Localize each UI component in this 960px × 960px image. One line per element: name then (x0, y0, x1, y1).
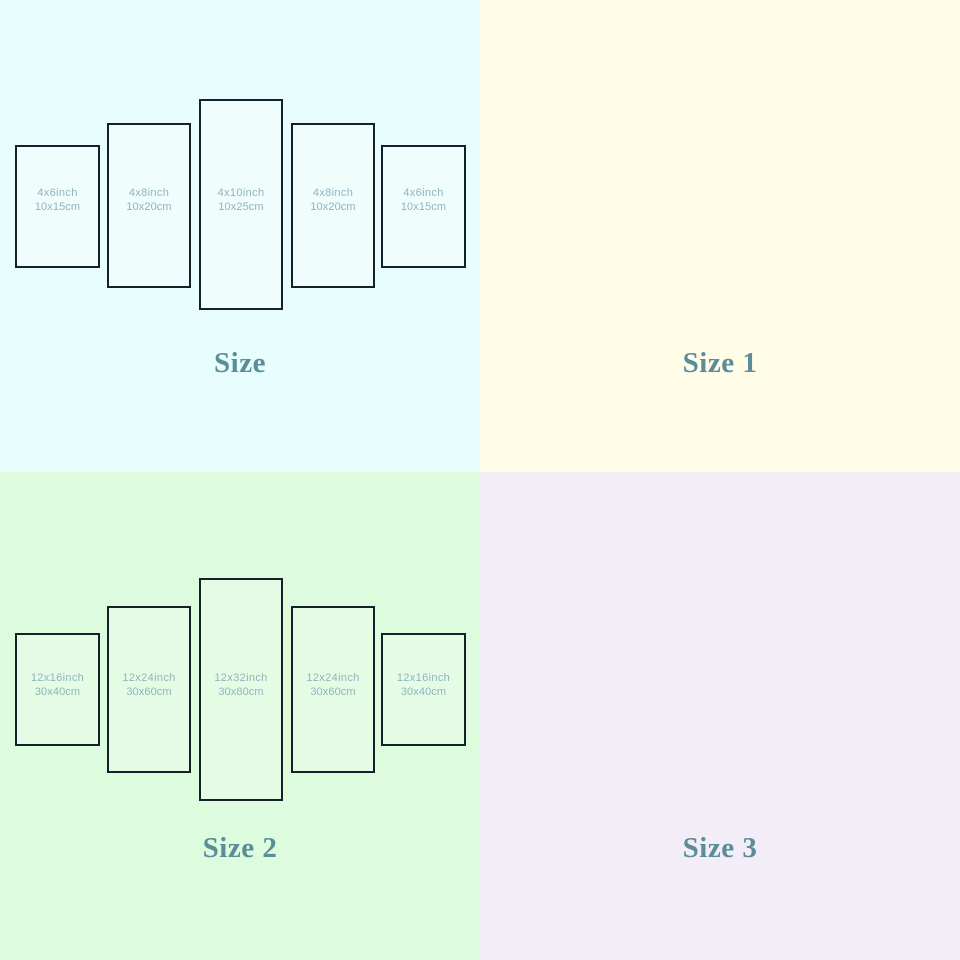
size-panel (381, 633, 466, 746)
size-panel (199, 99, 283, 310)
size-panel-inch-text: 4x8inch (312, 187, 354, 199)
size-panel (291, 123, 375, 288)
size-panel-inch-text: 4x6inch (37, 187, 78, 199)
size-panel-cm-text: 30x80cm (218, 685, 264, 698)
size-panel (291, 606, 375, 773)
size-panel-cm-text: 10x15cm (34, 200, 81, 213)
size-option-title: Size 1 (682, 347, 758, 379)
size-panel-cm-text: 10x20cm (126, 200, 172, 213)
size-panel-cm-text: 10x25cm (218, 200, 264, 213)
size-option-title: Size 2 (202, 832, 278, 864)
size-chart-quadrant-size-3: 16x24inch40x60cm16x32inch40x80cm16x40inc… (480, 472, 960, 960)
size-panel (107, 606, 191, 773)
size-panel-cm-text: 30x60cm (310, 685, 356, 698)
size-panel-cm-text: 30x60cm (126, 685, 172, 698)
size-panel-inch-text: 12x24inch (122, 672, 176, 684)
size-panel-inch-text: 12x32inch (214, 672, 268, 684)
size-panel (199, 578, 283, 801)
size-panel-inch-text: 12x16inch (396, 672, 451, 684)
size-panel-inch-text: 12x16inch (30, 672, 85, 684)
size-panel-cm-text: 30x40cm (400, 685, 447, 698)
size-panel (107, 123, 191, 288)
size-panel (381, 145, 466, 268)
size-chart-quadrant-size-1: 8x14inch20x35cm8x18inch20x45cm8x22inch20… (480, 0, 960, 472)
size-panel-inch-text: 4x6inch (403, 187, 444, 199)
size-panel-inch-text: 4x8inch (128, 187, 170, 199)
size-panel (15, 145, 100, 268)
size-panel-cm-text: 10x20cm (310, 200, 356, 213)
size-option-title: Size 3 (682, 832, 758, 864)
size-panel (15, 633, 100, 746)
size-panel-inch-text: 4x10inch (217, 187, 265, 199)
size-panel-cm-text: 10x15cm (400, 200, 447, 213)
size-panel-inch-text: 12x24inch (306, 672, 360, 684)
size-option-title: Size (214, 347, 266, 379)
size-panel-cm-text: 30x40cm (34, 685, 81, 698)
